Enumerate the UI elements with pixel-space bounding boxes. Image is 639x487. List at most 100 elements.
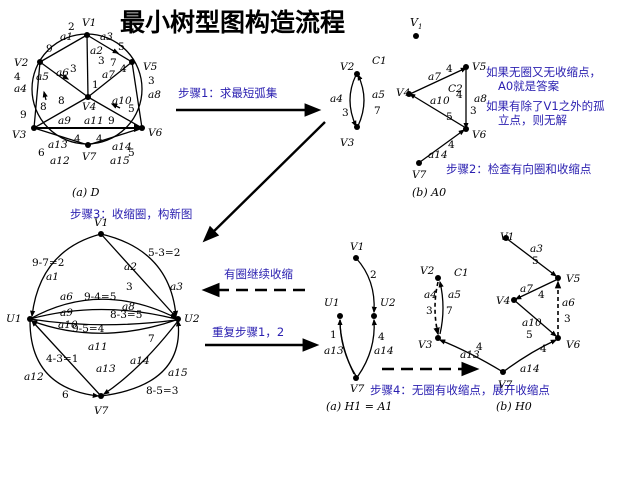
d-weight: 4 — [96, 133, 103, 145]
u-arc-a8: a8 — [122, 301, 135, 313]
u-weight: 9-5=4 — [72, 323, 105, 335]
a0-weight: 4 — [446, 63, 453, 75]
u-weight: 3 — [126, 281, 133, 293]
a0-weight: 3 — [342, 107, 349, 119]
d-weight: 3 — [148, 75, 155, 87]
u-weight: 7 — [148, 333, 155, 345]
d-arc-a15: a15 — [110, 155, 130, 167]
u-arc-a14: a14 — [130, 355, 150, 367]
d-arc-a4: a4 — [14, 83, 27, 95]
note-line3: 如果有除了V1之外的孤 — [486, 99, 605, 113]
u-weight: 8-5=3 — [146, 385, 178, 397]
step1-label: 步骤1：求最短弧集 — [178, 86, 278, 100]
h0-caption: (b) H0 — [496, 400, 532, 413]
h0-node-v2: V2 — [420, 265, 435, 277]
h0-node-v4: V4 — [496, 295, 510, 307]
d-weight: 4 — [74, 133, 81, 145]
h1-node-v1: V1 — [350, 241, 364, 253]
u-node-u2: U2 — [184, 313, 200, 325]
a0-arc-a14: a14 — [428, 149, 448, 161]
h0-weight: 4 — [538, 289, 545, 301]
d-node-v4: V4 — [82, 101, 96, 113]
d-weight: 3 — [98, 55, 105, 67]
a0-arc-a8: a8 — [474, 93, 487, 105]
a0-node-v5: V5 — [472, 61, 487, 73]
u-arc-a2: a2 — [124, 261, 137, 273]
page-title: 最小树型图构造流程 — [120, 8, 345, 37]
d-arc-a14: a14 — [112, 141, 132, 153]
h0-arc-a5: a5 — [448, 289, 461, 301]
h0-arc-a6: a6 — [562, 297, 575, 309]
a0-weight: 4 — [456, 89, 463, 101]
d-weight: 8 — [58, 95, 65, 107]
a0-caption: (b) A0 — [412, 186, 446, 199]
h0-weight: 3 — [426, 305, 433, 317]
u-arc-a10: a10 — [58, 319, 78, 331]
h1-weight: 1 — [330, 329, 337, 341]
d-node-v3: V3 — [12, 129, 27, 141]
u-weight: 9-4=5 — [84, 291, 116, 303]
h1-arc-a13: a13 — [324, 345, 344, 357]
d-weight: 3 — [70, 63, 77, 75]
d-weight: 1 — [92, 79, 99, 91]
h0-weight: 5 — [532, 255, 539, 267]
d-weight: 4 — [14, 71, 21, 83]
d-arc-a8: a8 — [148, 89, 161, 101]
a0-arc-a5: a5 — [372, 89, 385, 101]
a0-node-v7: V7 — [412, 169, 427, 181]
d-arc-a11: a11 — [84, 115, 104, 127]
h1-arc-a14: a14 — [374, 345, 394, 357]
graph-a0: V2 V3 C1 a4 a5 3 7 V4 V5 V6 V7 C2 a7 a8 … — [330, 55, 487, 199]
a0-weight: 4 — [448, 139, 455, 151]
u-arc-a6: a6 — [60, 291, 73, 303]
h0-node-v5: V5 — [566, 273, 581, 285]
graph-h0: V1 V2 V3 V4 V5 V6 V7 C1 a3 a4 a5 a6 a7 a… — [418, 231, 581, 413]
d-weight: 8 — [40, 101, 47, 113]
h0-arc-a10: a10 — [522, 317, 542, 329]
repeat-label: 重复步骤1，2 — [212, 325, 284, 339]
d-weight: 5 — [118, 41, 125, 53]
h0-node-v3: V3 — [418, 339, 433, 351]
h1-node-u2: U2 — [380, 297, 396, 309]
h0-cycle-c1: C1 — [454, 267, 469, 279]
continue-label: 有圈继续收缩 — [224, 267, 293, 281]
h1-node-v7: V7 — [350, 383, 365, 395]
a0-arc-a10: a10 — [430, 95, 450, 107]
d-node-v2: V2 — [14, 57, 29, 69]
a0-arc-a7: a7 — [428, 71, 441, 83]
d-weight: 4 — [120, 63, 127, 75]
d-node-v5: V5 — [143, 61, 158, 73]
h0-arc-a14: a14 — [520, 363, 540, 375]
a0-arc-a4: a4 — [330, 93, 343, 105]
a0-node-v3: V3 — [340, 137, 355, 149]
u-weight: 6 — [62, 389, 69, 401]
u-node-v1: V1 — [94, 217, 108, 229]
h0-node-v6: V6 — [566, 339, 581, 351]
h0-arc-a13: a13 — [460, 349, 480, 361]
d-arc-a7: a7 — [102, 69, 115, 81]
h0-node-v1: V1 — [500, 231, 514, 243]
graph-h1: V1 U1 U2 V7 a13 a14 2 1 4 (a) H1 = A1 — [324, 241, 396, 413]
title-suffix-dot — [413, 33, 419, 39]
a0-node-v6: V6 — [472, 129, 487, 141]
u-arc-a9: a9 — [60, 307, 73, 319]
h1-weight: 2 — [370, 269, 377, 281]
u-weight: 9-7=2 — [32, 257, 64, 269]
note-line1: 如果无圈又无收缩点， — [486, 65, 601, 79]
a0-node-v2: V2 — [340, 61, 355, 73]
d-arc-a10: a10 — [112, 95, 132, 107]
d-node-v6: V6 — [148, 127, 163, 139]
d-weight: 9 — [20, 109, 27, 121]
d-weight: 5 — [128, 103, 135, 115]
d-node-v1: V1 — [82, 17, 96, 29]
d-arc-a6: a6 — [56, 67, 69, 79]
u-weight: 4-3=1 — [46, 353, 78, 365]
h1-weight: 4 — [378, 331, 385, 343]
d-arc-a9: a9 — [58, 115, 71, 127]
a0-weight: 5 — [446, 111, 453, 123]
u-weight: 8-3=5 — [110, 309, 142, 321]
d-weight: 6 — [38, 147, 45, 159]
d-arc-a1: a1 — [60, 31, 73, 43]
